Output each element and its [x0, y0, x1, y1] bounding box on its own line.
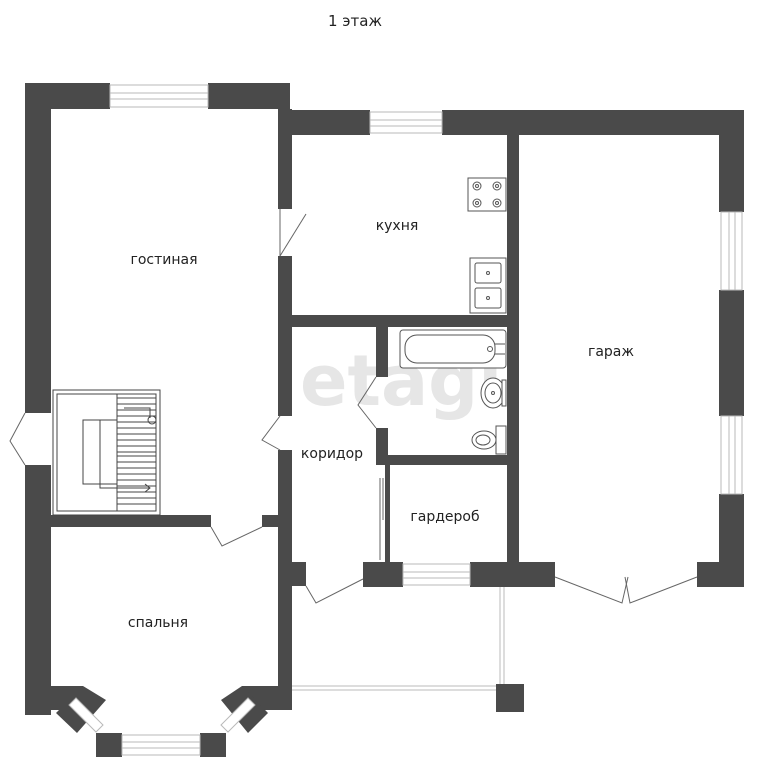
room-label-kitchen: кухня: [376, 218, 419, 234]
interior-walls: [51, 109, 519, 563]
porch: [292, 587, 505, 691]
doors: [9, 209, 698, 604]
room-label-garage: гараж: [588, 344, 634, 360]
bathtub-icon: [399, 329, 507, 369]
bathroom-sink-icon: [480, 377, 507, 409]
stove-icon: [467, 177, 507, 212]
room-label-corridor: коридор: [301, 446, 363, 462]
room-label-wardrobe: гардероб: [410, 509, 479, 525]
floor-title: 1 этаж: [328, 12, 382, 30]
kitchen-sink-icon: [469, 257, 507, 314]
room-label-living-room: гостиная: [130, 252, 197, 268]
windows: [68, 84, 743, 756]
staircase: [52, 389, 161, 516]
room-label-bedroom: спальня: [128, 615, 188, 631]
toilet-icon: [471, 425, 507, 455]
